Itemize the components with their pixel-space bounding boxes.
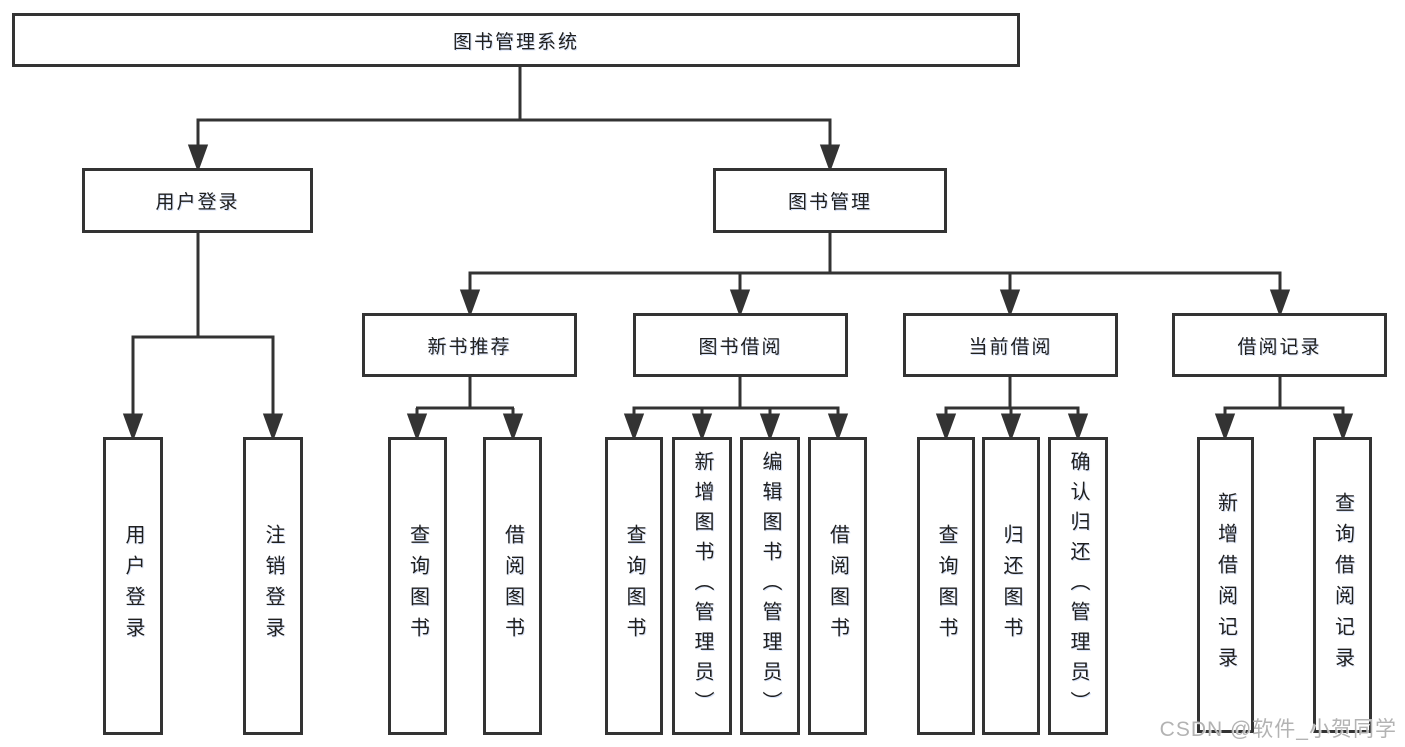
leaf-bb-query-book: 查询图书	[605, 437, 663, 735]
arrow-to-cb-return-book	[1000, 413, 1022, 442]
arrow-to-cb-query-book	[935, 413, 957, 442]
arrow-to-nb-borrow-book	[502, 413, 524, 442]
leaf-bb-add-book-admin-label: 新增图书（管理员）	[691, 451, 713, 721]
leaf-nb-query-book: 查询图书	[388, 437, 447, 735]
leaf-bb-edit-book-admin: 编辑图书（管理员）	[740, 437, 800, 735]
arrow-to-cb-confirm-return	[1067, 413, 1089, 442]
leaf-bb-query-book-label: 查询图书	[623, 524, 645, 648]
leaf-cb-confirm-return-admin: 确认归还（管理员）	[1048, 437, 1108, 735]
node-root: 图书管理系统	[12, 13, 1020, 67]
leaf-cb-query-book: 查询图书	[917, 437, 975, 735]
node-user-login: 用户登录	[82, 168, 313, 233]
leaf-logout: 注销登录	[243, 437, 303, 735]
leaf-br-add-record-label: 新增借阅记录	[1214, 492, 1237, 678]
leaf-br-add-record: 新增借阅记录	[1197, 437, 1254, 733]
leaf-nb-borrow-book-label: 借阅图书	[501, 524, 524, 648]
arrow-to-book-mgmt	[819, 144, 841, 173]
node-root-label: 图书管理系统	[452, 31, 579, 53]
leaf-bb-edit-book-admin-label: 编辑图书（管理员）	[759, 451, 781, 721]
arrow-to-borrow-records	[1269, 289, 1291, 318]
leaf-bb-borrow-book-label: 借阅图书	[826, 524, 849, 648]
arrow-to-bb-borrow-book	[827, 413, 849, 442]
arrow-to-bb-query-book	[623, 413, 645, 442]
arrow-to-leaf-logout	[262, 413, 284, 442]
arrow-to-current-borrow	[999, 289, 1021, 318]
leaf-user-login: 用户登录	[103, 437, 163, 735]
node-new-book-recommend-label: 新书推荐	[427, 336, 512, 358]
node-current-borrow: 当前借阅	[903, 313, 1118, 377]
node-user-login-label: 用户登录	[155, 192, 240, 213]
leaf-br-query-record-label: 查询借阅记录	[1331, 492, 1354, 678]
arrow-to-user-login	[187, 144, 209, 173]
node-book-borrow-label: 图书借阅	[698, 336, 783, 358]
leaf-br-query-record: 查询借阅记录	[1313, 437, 1372, 733]
leaf-logout-label: 注销登录	[262, 524, 284, 648]
arrow-to-leaf-user-login	[122, 413, 144, 442]
node-book-mgmt-label: 图书管理	[787, 192, 872, 213]
csdn-watermark: CSDN @软件_小贺同学	[1159, 718, 1397, 741]
leaf-bb-add-book-admin: 新增图书（管理员）	[672, 437, 732, 735]
arrow-to-br-add-record	[1214, 413, 1236, 442]
arrow-to-br-query-record	[1332, 413, 1354, 442]
leaf-cb-return-book-label: 归还图书	[1000, 524, 1022, 648]
arrow-to-book-borrow	[729, 289, 751, 318]
node-borrow-records-label: 借阅记录	[1237, 336, 1322, 358]
node-book-borrow: 图书借阅	[633, 313, 848, 377]
node-new-book-recommend: 新书推荐	[362, 313, 577, 377]
arrow-to-bb-add-book	[691, 413, 713, 442]
leaf-cb-query-book-label: 查询图书	[935, 524, 957, 648]
leaf-nb-query-book-label: 查询图书	[406, 524, 429, 648]
leaf-bb-borrow-book: 借阅图书	[808, 437, 867, 735]
leaf-user-login-label: 用户登录	[122, 524, 144, 648]
leaf-cb-confirm-return-admin-label: 确认归还（管理员）	[1067, 451, 1089, 721]
node-book-mgmt: 图书管理	[713, 168, 947, 233]
arrow-to-bb-edit-book	[759, 413, 781, 442]
node-current-borrow-label: 当前借阅	[968, 336, 1053, 358]
leaf-nb-borrow-book: 借阅图书	[483, 437, 542, 735]
arrow-to-nb-query-book	[406, 413, 428, 442]
node-borrow-records: 借阅记录	[1172, 313, 1387, 377]
arrow-to-new-book-recommend	[459, 289, 481, 318]
leaf-cb-return-book: 归还图书	[982, 437, 1040, 735]
